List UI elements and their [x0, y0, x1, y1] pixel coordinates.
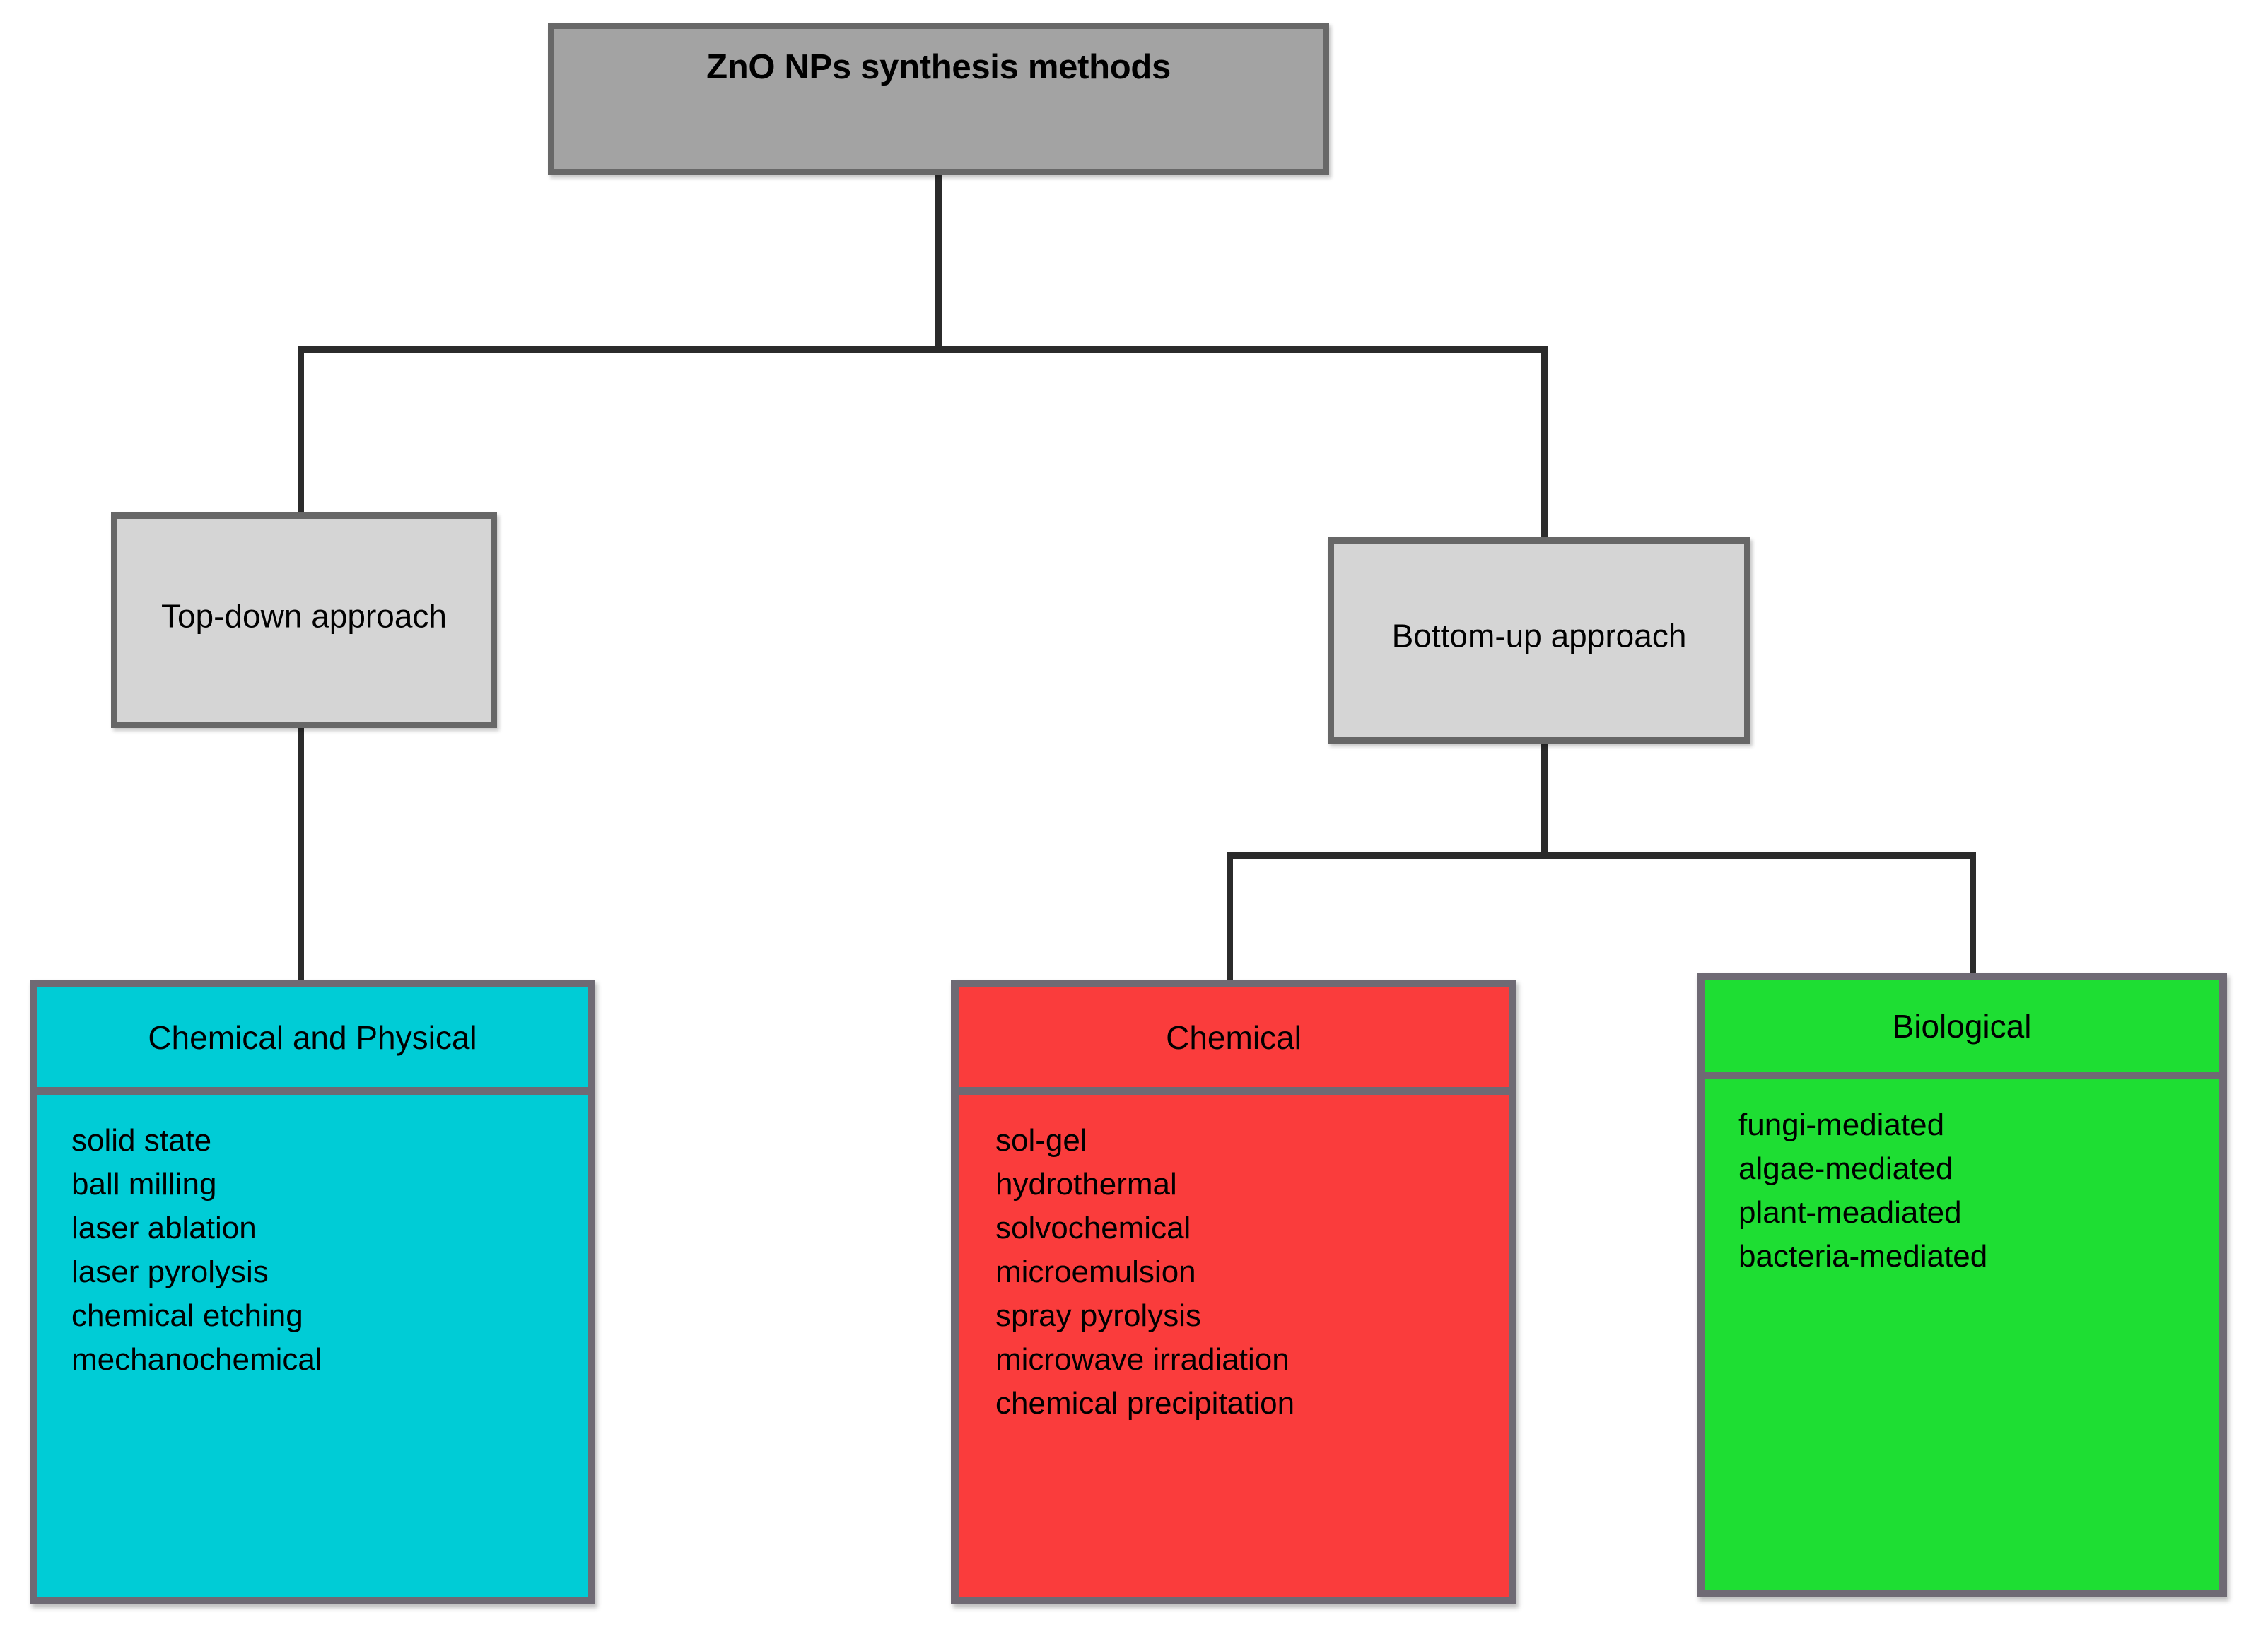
panel-biological-body: fungi-mediated algae-mediated plant-mead…	[1705, 1079, 2219, 1590]
node-root[interactable]: ZnO NPs synthesis methods	[548, 23, 1329, 175]
panel-chemical-and-physical-body: solid state ball milling laser ablation …	[37, 1095, 588, 1597]
panel-chemical-and-physical-title: Chemical and Physical	[148, 1018, 477, 1056]
list-item: bacteria-mediated	[1738, 1239, 1988, 1274]
chemical-list: sol-gel hydrothermal solvochemical micro…	[995, 1119, 1509, 1426]
list-item: chemical etching	[71, 1298, 303, 1333]
node-top-down-approach[interactable]: Top-down approach	[111, 512, 497, 728]
list-item: ball milling	[71, 1167, 217, 1202]
list-item: microwave irradiation	[995, 1342, 1290, 1377]
list-item: microemulsion	[995, 1255, 1196, 1289]
list-item: solid state	[71, 1123, 212, 1158]
list-item: fungi-mediated	[1738, 1108, 1945, 1142]
list-item: spray pyrolysis	[995, 1298, 1201, 1333]
connector-level1-bus	[298, 346, 1548, 353]
root-label: ZnO NPs synthesis methods	[706, 48, 1171, 86]
panel-chemical-and-physical-header: Chemical and Physical	[37, 987, 588, 1095]
biological-list: fungi-mediated algae-mediated plant-mead…	[1738, 1103, 2219, 1279]
panel-chemical[interactable]: Chemical sol-gel hydrothermal solvochemi…	[951, 980, 1516, 1604]
connector-to-biological	[1970, 852, 1976, 973]
panel-chemical-body: sol-gel hydrothermal solvochemical micro…	[959, 1095, 1509, 1597]
panel-biological[interactable]: Biological fungi-mediated algae-mediated…	[1697, 973, 2227, 1597]
connector-to-chemical	[1227, 852, 1233, 980]
top-down-approach-label: Top-down approach	[160, 597, 448, 635]
connector-root-stem	[935, 175, 942, 351]
panel-chemical-and-physical[interactable]: Chemical and Physical solid state ball m…	[30, 980, 595, 1604]
list-item: solvochemical	[995, 1211, 1191, 1245]
panel-biological-title: Biological	[1892, 1007, 2032, 1045]
panel-biological-header: Biological	[1705, 980, 2219, 1079]
list-item: sol-gel	[995, 1123, 1087, 1158]
list-item: plant-meadiated	[1738, 1195, 1962, 1230]
connector-to-bottom-up	[1541, 346, 1548, 540]
list-item: laser ablation	[71, 1211, 257, 1245]
list-item: chemical precipitation	[995, 1386, 1295, 1421]
list-item: algae-mediated	[1738, 1151, 1953, 1186]
list-item: mechanochemical	[71, 1342, 322, 1377]
list-item: hydrothermal	[995, 1167, 1177, 1202]
list-item: laser pyrolysis	[71, 1255, 269, 1289]
node-bottom-up-approach[interactable]: Bottom-up approach	[1328, 537, 1750, 744]
connector-top-down-to-chemical-physical	[298, 727, 304, 980]
panel-chemical-header: Chemical	[959, 987, 1509, 1095]
connector-bottom-up-stem	[1541, 744, 1548, 857]
connector-level2-bus	[1227, 852, 1976, 859]
connector-to-top-down	[298, 346, 304, 515]
chemical-and-physical-list: solid state ball milling laser ablation …	[71, 1119, 588, 1382]
panel-chemical-title: Chemical	[1166, 1018, 1302, 1056]
bottom-up-approach-label: Bottom-up approach	[1391, 617, 1687, 654]
